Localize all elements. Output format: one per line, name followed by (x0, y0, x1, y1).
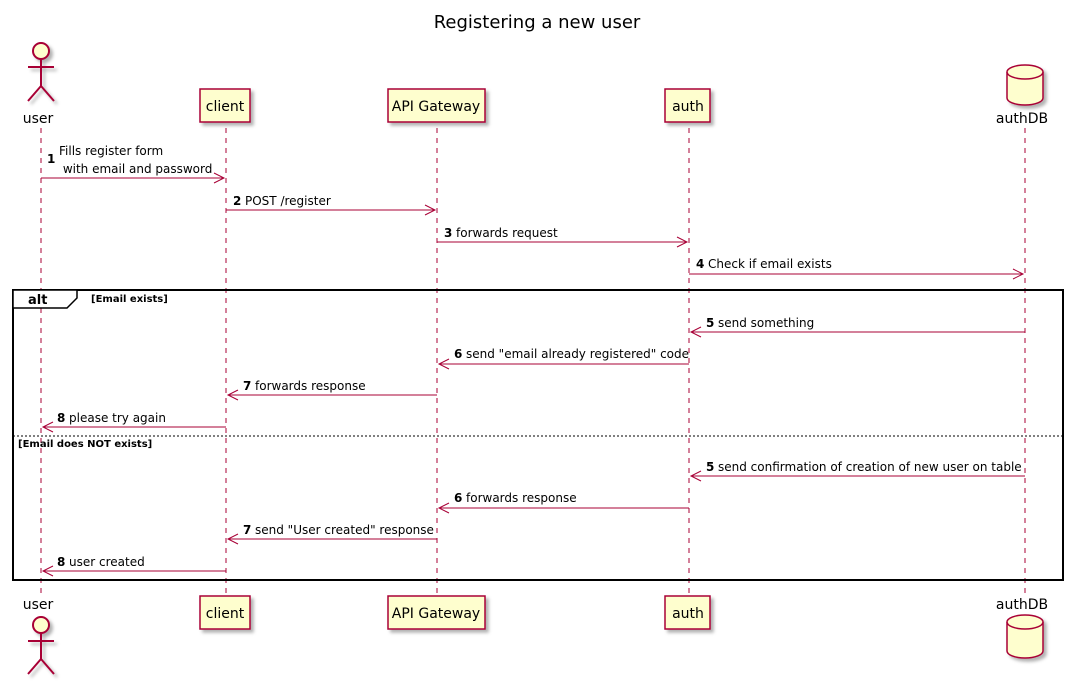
message-8-not-exists: 8 user created (41, 555, 226, 577)
message-6-not-exists: 6 forwards response (437, 491, 689, 514)
database-top (1006, 614, 1044, 630)
message-arrowhead (1012, 268, 1025, 280)
actor-leg-right (40, 85, 55, 102)
participant-box-gateway-bottom (387, 595, 486, 630)
message-number: 8 (57, 555, 65, 569)
diagram-title: Registering a new user (434, 12, 641, 33)
message-arrowhead (689, 470, 702, 482)
alt-condition-email-exists: [Email exists] (91, 294, 168, 305)
lifelines (40, 128, 1026, 595)
participant-label-client-top: client (206, 99, 245, 115)
message-number: 8 (57, 411, 65, 425)
message-8-exists: 8 please try again (41, 411, 226, 433)
message-label: send confirmation of creation of new use… (718, 460, 1022, 474)
message-label: POST /register (245, 194, 331, 208)
alt-frame-border (12, 289, 1064, 581)
participant-label-gateway-bottom: API Gateway (392, 606, 480, 622)
alt-condition-email-not-exists: [Email does NOT exists] (18, 439, 152, 450)
message-1: 1 Fills register form with email and pas… (41, 144, 226, 184)
participant-box-gateway-top (387, 88, 486, 123)
message-arrowhead (676, 236, 689, 248)
alt-frame-tab (12, 289, 78, 309)
message-number: 7 (243, 379, 251, 393)
database-body (1006, 72, 1044, 106)
message-number: 2 (233, 194, 241, 208)
actor-head (32, 42, 50, 60)
message-arrowhead (424, 204, 437, 216)
participant-label-auth-bottom: auth (672, 606, 704, 622)
database-authdb-top (1006, 64, 1044, 106)
message-7-exists: 7 forwards response (226, 379, 437, 401)
participant-label-auth-top: auth (672, 99, 704, 115)
message-number: 7 (243, 523, 251, 537)
participant-box-client-bottom (199, 595, 251, 630)
alt-keyword: alt (28, 293, 47, 308)
message-6-exists: 6 send "email already registered" code (437, 347, 689, 370)
message-label-line-1: Fills register form (59, 144, 163, 158)
message-label: user created (69, 555, 145, 569)
message-arrowhead (226, 533, 239, 545)
database-body (1006, 622, 1044, 659)
message-label-line-2: with email and password (59, 162, 212, 176)
message-label: Check if email exists (708, 257, 832, 271)
message-label: please try again (69, 411, 166, 425)
message-arrowhead (437, 502, 450, 514)
message-number: 6 (454, 347, 462, 361)
message-number: 3 (444, 226, 452, 240)
participant-label-user-top: user (23, 111, 54, 127)
message-number: 6 (454, 491, 462, 505)
participants-top: user client API Gateway auth authDB (23, 42, 1048, 127)
message-arrowhead (689, 326, 702, 338)
alt-frame: alt [Email exists] [Email does NOT exist… (12, 289, 1064, 581)
participant-label-authdb-top: authDB (996, 111, 1048, 127)
participant-label-client-bottom: client (206, 606, 245, 622)
actor-leg-left (27, 658, 42, 675)
message-arrowhead (213, 172, 226, 184)
message-4: 4 Check if email exists (689, 257, 1025, 280)
message-2: 2 POST /register (226, 194, 437, 216)
participant-label-gateway-top: API Gateway (392, 99, 480, 115)
message-label: send "User created" response (255, 523, 434, 537)
participants-bottom: user client API Gateway auth authDB (23, 595, 1048, 675)
message-label: forwards response (466, 491, 577, 505)
message-label: forwards response (255, 379, 366, 393)
actor-leg-right (40, 658, 55, 675)
participant-box-auth-bottom (664, 595, 711, 630)
messages: 1 Fills register form with email and pas… (41, 144, 1025, 577)
message-arrowhead (41, 421, 54, 433)
participant-label-authdb-bottom: authDB (996, 597, 1048, 613)
participant-label-user-bottom: user (23, 597, 54, 613)
message-5-not-exists: 5 send confirmation of creation of new u… (689, 460, 1025, 482)
message-3: 3 forwards request (437, 226, 689, 248)
message-number: 4 (696, 257, 704, 271)
actor-user-top (27, 42, 55, 102)
message-label: send something (718, 316, 814, 330)
participant-box-client-top (199, 88, 251, 123)
participant-box-auth-top (664, 88, 711, 123)
message-7-not-exists: 7 send "User created" response (226, 523, 437, 545)
actor-head (32, 616, 50, 634)
message-label: forwards request (456, 226, 558, 240)
message-number: 5 (706, 316, 714, 330)
database-authdb-bottom (1006, 614, 1044, 659)
message-arrowhead (41, 565, 54, 577)
message-number: 1 (47, 152, 55, 166)
message-label: send "email already registered" code (466, 347, 689, 361)
message-5-exists: 5 send something (689, 316, 1025, 338)
message-arrowhead (226, 389, 239, 401)
message-number: 5 (706, 460, 714, 474)
actor-leg-left (27, 85, 42, 102)
database-top (1006, 64, 1044, 80)
actor-user-bottom (27, 616, 55, 675)
message-arrowhead (437, 358, 450, 370)
